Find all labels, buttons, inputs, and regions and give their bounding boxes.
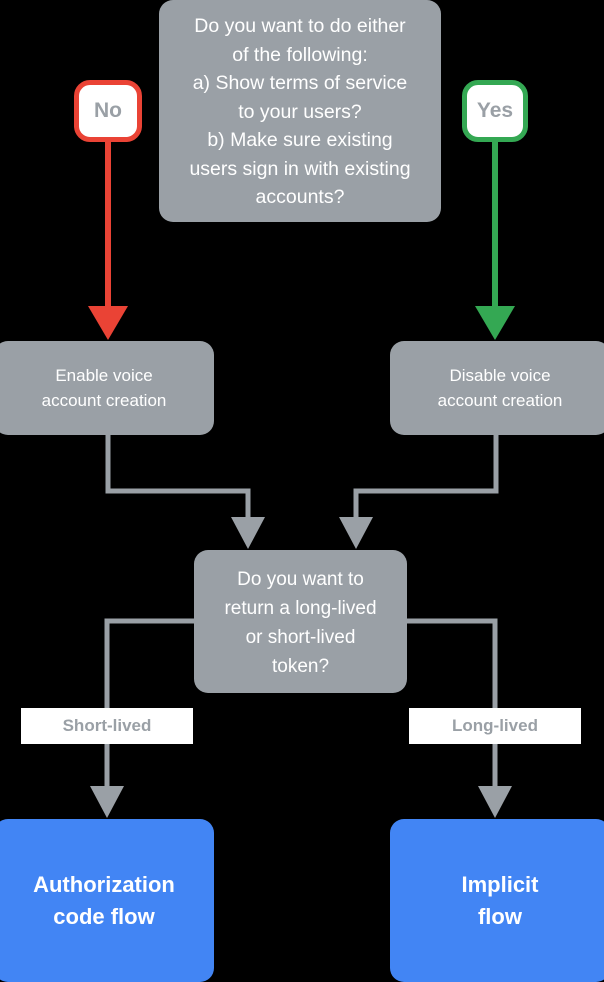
edge-no-to-enable <box>88 140 128 340</box>
decision-node-terms-and-existing-users[interactable]: Do you want to do either of the followin… <box>159 0 441 222</box>
decision-node-token-lifetime[interactable]: Do you want to return a long-lived or sh… <box>194 550 407 693</box>
terminal-node-authorization-code-flow[interactable]: Authorization code flow <box>0 819 214 982</box>
terminal-node-authorization-code-flow-label: Authorization code flow <box>33 871 175 929</box>
decision-node-token-label: Do you want to return a long-lived or sh… <box>224 568 377 677</box>
process-node-enable-label: Enable voice account creation <box>41 366 167 410</box>
edge-badge-no[interactable]: No <box>74 80 142 142</box>
edge-label-short-lived: Short-lived <box>21 708 193 744</box>
terminal-node-implicit-flow[interactable]: Implicit flow <box>390 819 604 982</box>
edge-disable-to-token <box>339 435 499 549</box>
terminal-node-implicit-flow-label: Implicit flow <box>461 871 539 929</box>
decision-node-terms-label: Do you want to do either of the followin… <box>189 15 411 209</box>
process-node-disable-label: Disable voice account creation <box>437 366 563 410</box>
edge-label-long-lived: Long-lived <box>409 708 581 744</box>
process-node-disable-voice-account-creation[interactable]: Disable voice account creation <box>390 341 604 435</box>
edge-badge-yes-label: Yes <box>476 99 514 122</box>
edge-enable-to-token <box>105 435 265 549</box>
edge-label-long-lived-text: Long-lived <box>452 716 538 735</box>
edge-label-short-lived-text: Short-lived <box>62 716 152 735</box>
edge-badge-no-label: No <box>94 99 122 122</box>
edge-yes-to-disable <box>475 140 515 340</box>
process-node-enable-voice-account-creation[interactable]: Enable voice account creation <box>0 341 214 435</box>
edge-badge-yes[interactable]: Yes <box>462 80 528 142</box>
